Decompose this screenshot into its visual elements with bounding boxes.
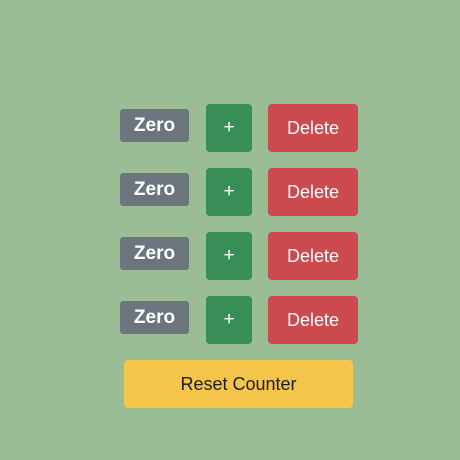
increment-button[interactable]: + [206, 232, 252, 280]
counter-value-badge: Zero [120, 237, 189, 270]
counter-value-badge: Zero [120, 301, 189, 334]
counter-row: Zero + Delete [120, 104, 358, 152]
counter-value-badge: Zero [120, 109, 189, 142]
counter-list: Zero + Delete Zero + Delete Zero + Delet… [120, 104, 358, 360]
delete-button[interactable]: Delete [268, 168, 358, 216]
counter-row: Zero + Delete [120, 296, 358, 344]
reset-counter-button[interactable]: Reset Counter [124, 360, 353, 408]
counter-row: Zero + Delete [120, 232, 358, 280]
increment-button[interactable]: + [206, 104, 252, 152]
counter-row: Zero + Delete [120, 168, 358, 216]
delete-button[interactable]: Delete [268, 296, 358, 344]
counter-value-badge: Zero [120, 173, 189, 206]
delete-button[interactable]: Delete [268, 232, 358, 280]
increment-button[interactable]: + [206, 168, 252, 216]
increment-button[interactable]: + [206, 296, 252, 344]
delete-button[interactable]: Delete [268, 104, 358, 152]
